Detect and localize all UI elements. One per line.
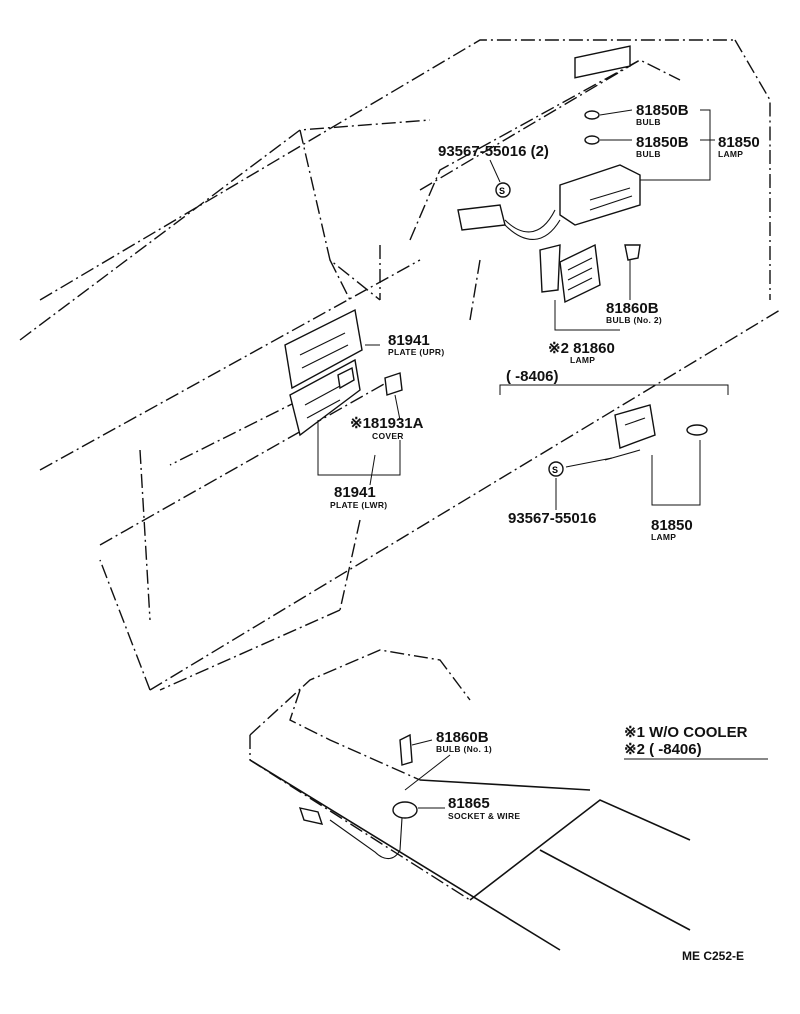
lamp-81850-lower: S: [548, 404, 708, 477]
label-81860: ※2 81860 LAMP: [548, 340, 615, 365]
svg-text:PLATE (LWR): PLATE (LWR): [330, 500, 387, 510]
bulb-icon: [399, 733, 413, 766]
svg-text:BULB (No. 2): BULB (No. 2): [606, 315, 662, 325]
plates-81941: [284, 308, 403, 437]
bulb-socket-lower: [298, 733, 418, 860]
cover-icon: [384, 372, 403, 396]
label-93567-low: 93567-55016: [508, 510, 596, 527]
svg-text:LAMP: LAMP: [570, 355, 595, 365]
label-range-8406: ( -8406): [506, 368, 559, 385]
svg-text:81860B: 81860B: [606, 300, 659, 317]
leader-lines: [317, 109, 729, 809]
legend: ※1 W/O COOLER ※2 ( -8406): [624, 724, 768, 760]
label-81860b-no2: 81860B BULB (No. 2): [606, 300, 662, 325]
bulb-icon: [686, 424, 708, 436]
lower-body-outline: [249, 649, 691, 951]
screw-icon: [548, 461, 564, 477]
svg-text:81850: 81850: [651, 517, 693, 534]
label-81850-low: 81850 LAMP: [651, 517, 693, 542]
svg-text:81850: 81850: [718, 134, 760, 151]
svg-text:PLATE (UPR): PLATE (UPR): [388, 347, 445, 357]
svg-text:81941: 81941: [388, 332, 430, 349]
label-81941-lwr: 81941 PLATE (LWR): [330, 484, 387, 510]
label-181931a: ※181931A COVER: [350, 415, 424, 441]
lamp-81850-upper: S: [457, 45, 641, 240]
lamp-81860: [539, 243, 641, 304]
label-81941-upr: 81941 PLATE (UPR): [388, 332, 445, 357]
label-81860b-no1: 81860B BULB (No. 1): [436, 729, 492, 754]
svg-text:93567-55016: 93567-55016: [508, 510, 596, 527]
svg-text:81860B: 81860B: [436, 729, 489, 746]
svg-text:BULB (No. 1): BULB (No. 1): [436, 744, 492, 754]
svg-text:81941: 81941: [334, 484, 376, 501]
legend-note-1: ※1 W/O COOLER: [624, 724, 748, 741]
bulb-icon: [624, 244, 641, 261]
svg-text:S: S: [552, 465, 558, 475]
svg-text:LAMP: LAMP: [651, 532, 676, 542]
svg-text:93567-55016 (2): 93567-55016 (2): [438, 143, 549, 160]
svg-text:81865: 81865: [448, 795, 490, 812]
diagram-code: ME C252-E: [682, 949, 744, 963]
svg-text:81850B: 81850B: [636, 102, 689, 119]
bulb-icon: [584, 135, 600, 145]
label-93567-top: 93567-55016 (2): [438, 143, 549, 160]
screw-icon: [495, 182, 511, 198]
svg-text:( -8406): ( -8406): [506, 368, 559, 385]
label-81850-top: 81850 LAMP: [718, 134, 760, 159]
bulb-icon: [584, 110, 600, 120]
svg-text:※181931A: ※181931A: [350, 415, 424, 432]
label-81850b-2: 81850B BULB: [636, 134, 689, 159]
label-81850b-1: 81850B BULB: [636, 102, 689, 127]
svg-text:BULB: BULB: [636, 117, 661, 127]
label-81865: 81865 SOCKET & WIRE: [448, 795, 520, 821]
svg-text:※2 81860: ※2 81860: [548, 340, 615, 357]
svg-text:S: S: [499, 186, 505, 196]
legend-note-2: ※2 ( -8406): [624, 741, 702, 758]
socket-icon: [392, 801, 418, 819]
svg-text:COVER: COVER: [372, 431, 404, 441]
svg-text:81850B: 81850B: [636, 134, 689, 151]
svg-text:LAMP: LAMP: [718, 149, 743, 159]
vehicle-body-outline: [19, 39, 781, 691]
svg-text:BULB: BULB: [636, 149, 661, 159]
svg-text:SOCKET & WIRE: SOCKET & WIRE: [448, 811, 520, 821]
